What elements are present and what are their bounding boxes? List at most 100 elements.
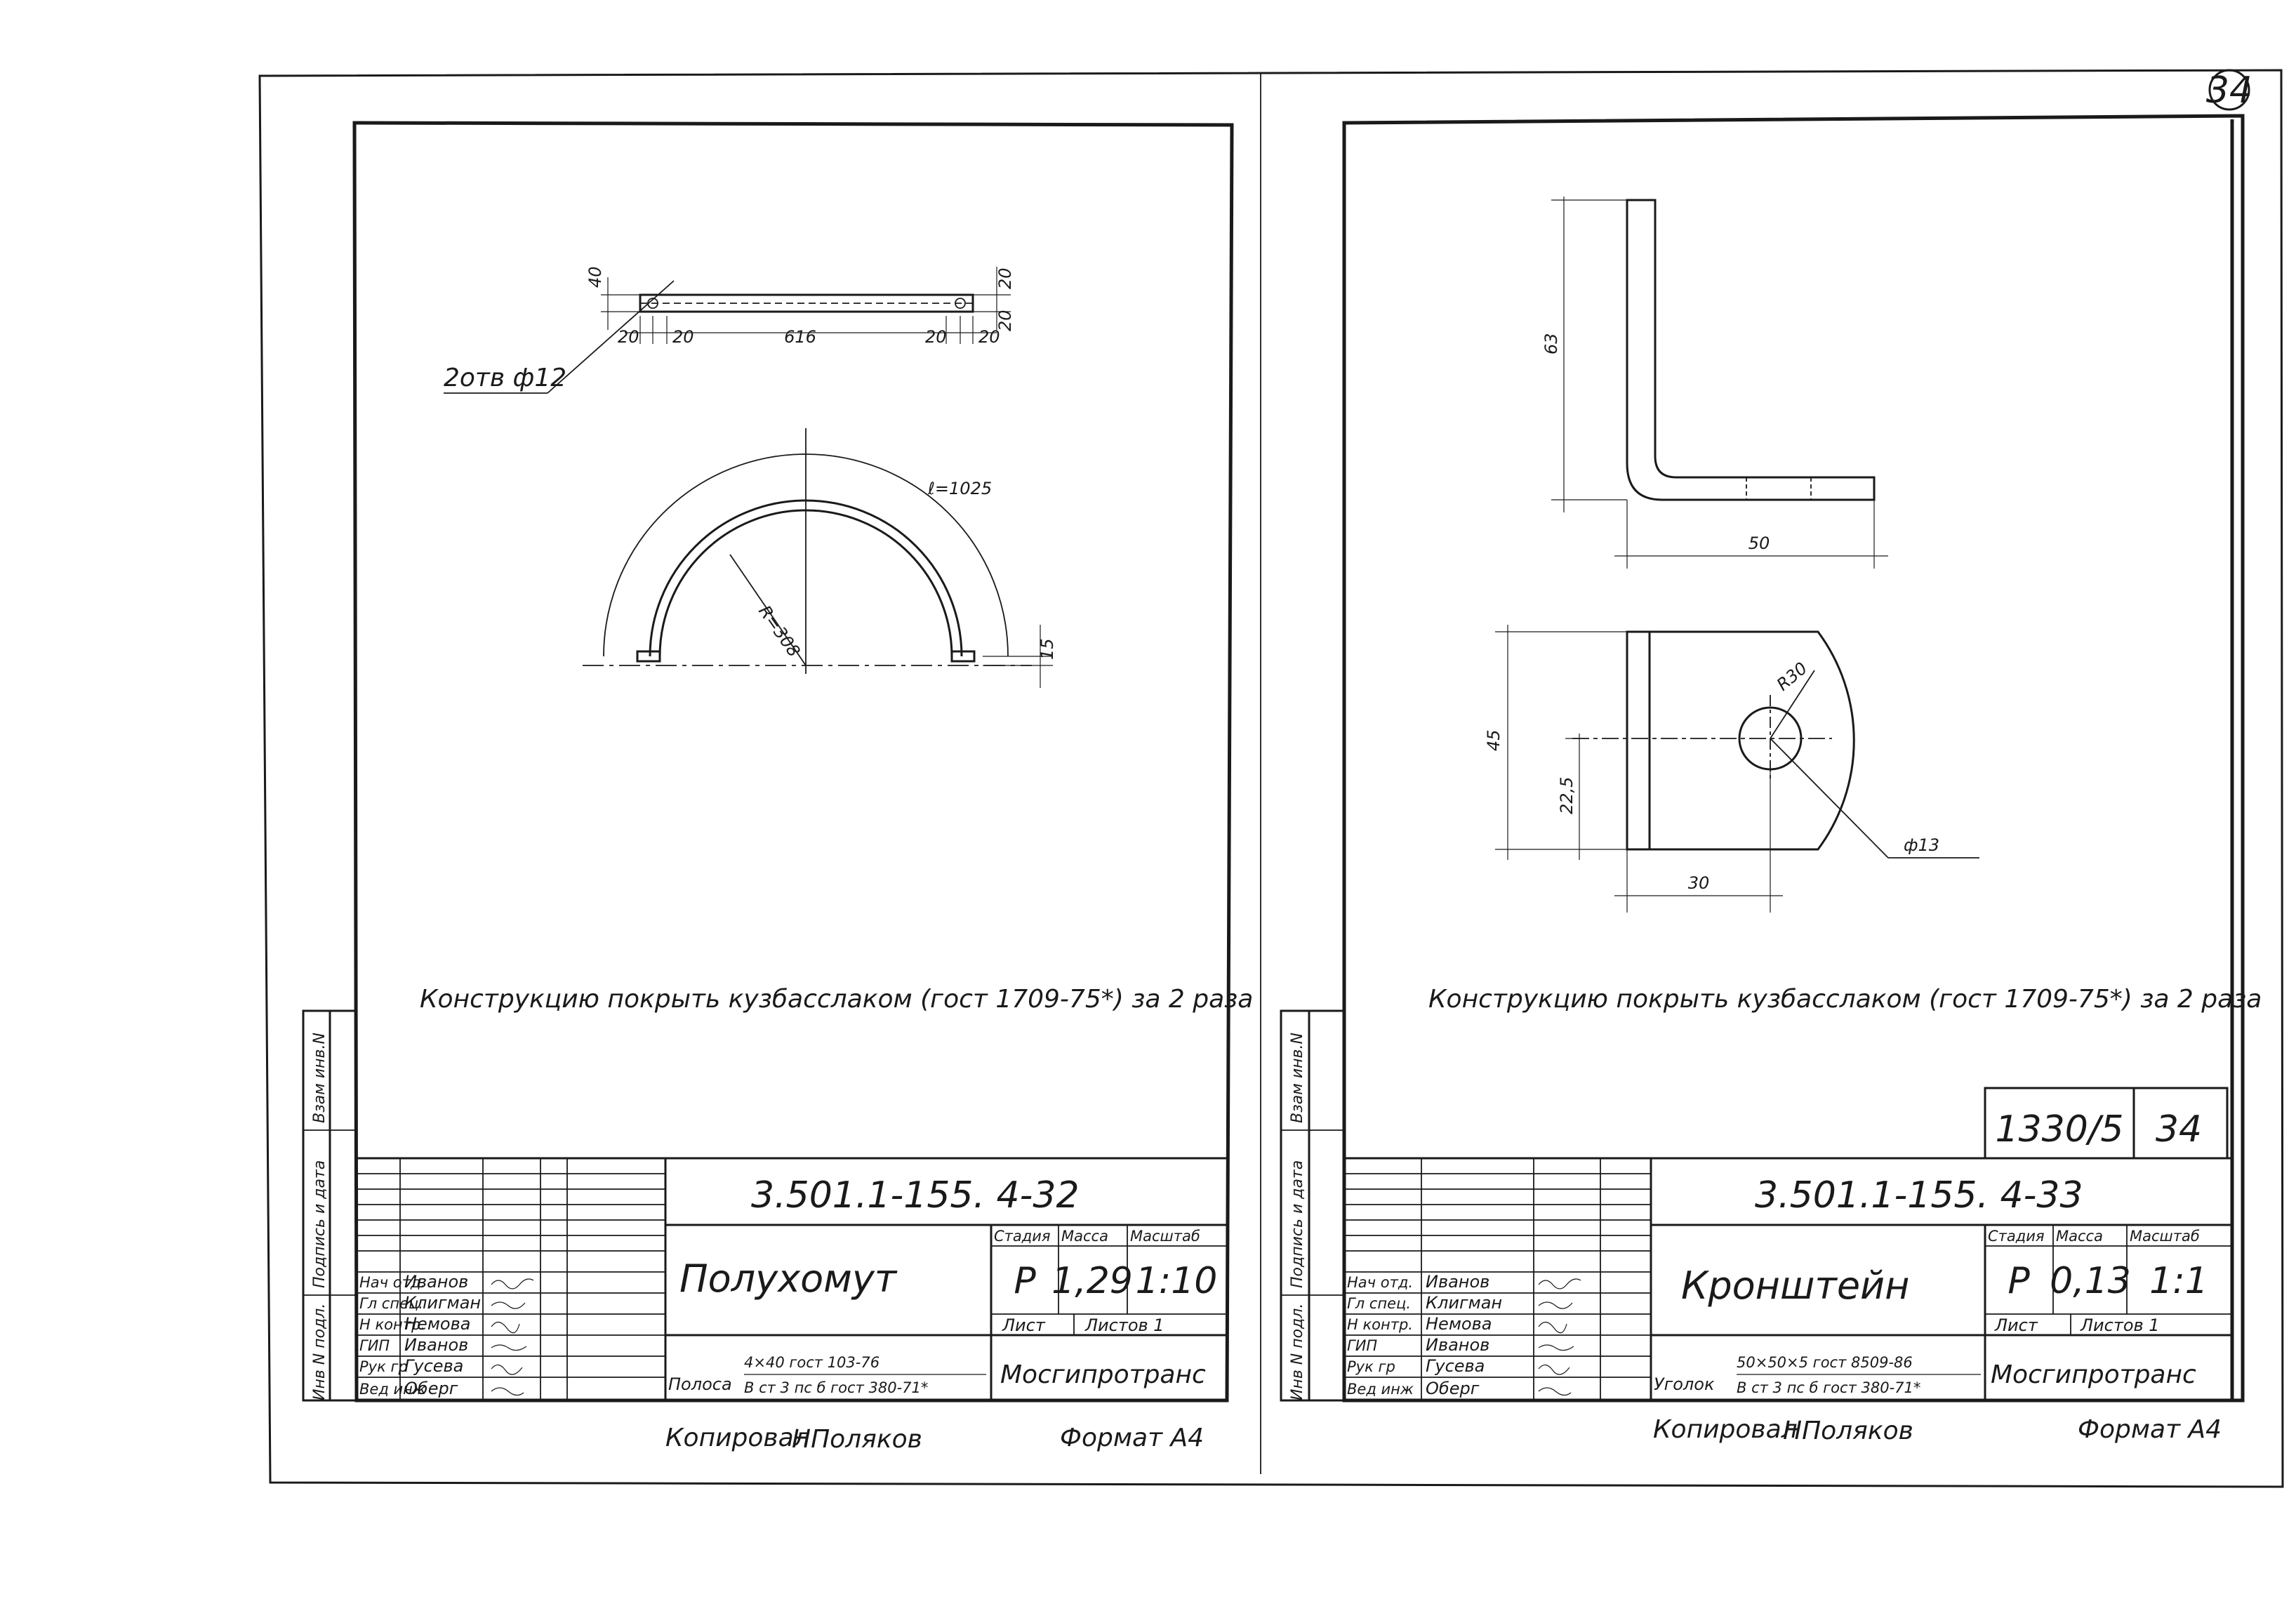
svg-text:В ст 3 пс б гост 380-71*: В ст 3 пс б гост 380-71* — [744, 1379, 928, 1396]
svg-text:Р: Р — [2008, 1260, 2030, 1302]
right-title-block: 3.501.1-155. 4-33 Кронштейн Стадия Масса… — [1344, 1157, 2232, 1400]
strip-view: 40 20 20 20 20 616 20 20 2отв ф12 — [444, 266, 1015, 394]
right-title: Кронштейн — [1681, 1264, 1909, 1308]
svg-text:34: 34 — [2156, 1108, 2202, 1151]
svg-text:Клигман: Клигман — [1426, 1293, 1502, 1313]
svg-text:1:10: 1:10 — [1136, 1260, 1218, 1302]
archive-stamp: 1330/5 34 — [1984, 1087, 2229, 1160]
bracket-plan-view: R30 ф13 45 22,5 30 — [1484, 625, 1979, 913]
svg-text:Подпись и дата: Подпись и дата — [1289, 1160, 1306, 1288]
svg-text:20: 20 — [925, 327, 947, 347]
left-side-strip: Инв N подл. Подпись и дата Взам инв.N — [302, 1009, 358, 1402]
svg-text:Оберг: Оберг — [1426, 1379, 1480, 1398]
svg-text:Лист: Лист — [1994, 1315, 2038, 1335]
svg-text:Формат А4: Формат А4 — [1060, 1424, 1204, 1452]
svg-text:Стадия: Стадия — [1988, 1228, 2045, 1245]
svg-text:НПоляков: НПоляков — [1783, 1417, 1913, 1445]
side-label-inv: Инв N подл. — [311, 1304, 329, 1400]
sheet-number: 34 — [2206, 69, 2252, 112]
svg-text:0,13: 0,13 — [2050, 1260, 2131, 1302]
side-label-sign: Подпись и дата — [311, 1160, 329, 1288]
svg-text:Гл спец.: Гл спец. — [1347, 1295, 1411, 1312]
left-frame — [352, 121, 1234, 1403]
svg-text:В ст 3 пс б гост 380-71*: В ст 3 пс б гост 380-71* — [1737, 1379, 1920, 1396]
svg-text:50×50×5 гост 8509-86: 50×50×5 гост 8509-86 — [1737, 1354, 1913, 1371]
left-note: Конструкцию покрыть кузбасслаком (гост 1… — [420, 985, 1253, 1014]
svg-text:Н контр.: Н контр. — [1347, 1316, 1413, 1333]
svg-text:ф13: ф13 — [1904, 835, 1939, 855]
svg-text:50: 50 — [1748, 533, 1770, 553]
svg-text:Полоса: Полоса — [668, 1374, 732, 1394]
svg-text:ℓ=1025: ℓ=1025 — [927, 479, 992, 498]
svg-text:Лист: Лист — [1002, 1315, 1046, 1335]
signature-scribbles — [491, 1278, 534, 1396]
left-title-block: 3.501.1-155. 4-32 Полухомут Стадия Масса… — [357, 1157, 1227, 1400]
svg-text:Нач отд.: Нач отд. — [359, 1274, 425, 1291]
svg-text:Масштаб: Масштаб — [1130, 1228, 1200, 1245]
svg-text:20: 20 — [995, 267, 1015, 289]
svg-text:Копировал: Копировал — [1653, 1415, 1798, 1444]
left-footer: Копировал НПоляков Формат А4 — [665, 1424, 1204, 1454]
svg-text:20: 20 — [672, 327, 694, 347]
svg-text:1330/5: 1330/5 — [1996, 1108, 2124, 1151]
svg-text:Листов 1: Листов 1 — [2080, 1315, 2160, 1335]
svg-text:Рук гр: Рук гр — [359, 1358, 408, 1375]
svg-text:Масштаб: Масштаб — [2130, 1228, 2200, 1245]
svg-text:Р: Р — [1014, 1260, 1036, 1302]
svg-text:Масса: Масса — [2056, 1228, 2103, 1245]
bracket-side-view: 63 50 — [1541, 197, 1888, 569]
svg-text:Немова: Немова — [1426, 1314, 1492, 1334]
svg-text:Мосгипротранс: Мосгипротранс — [1000, 1360, 1206, 1389]
right-code: 3.501.1-155. 4-33 — [1755, 1174, 2083, 1216]
svg-text:40: 40 — [585, 266, 605, 288]
svg-text:Рук гр: Рук гр — [1347, 1358, 1395, 1375]
svg-text:Гусева: Гусева — [404, 1356, 463, 1376]
right-side-strip: Инв N подл. Подпись и дата Взам инв.N — [1280, 1009, 1346, 1402]
arc-view: R=308 ℓ=1025 15 — [583, 428, 1057, 688]
svg-text:Иванов: Иванов — [1426, 1272, 1489, 1292]
holes-label: 2отв ф12 — [444, 364, 566, 392]
svg-text:Взам инв.N: Взам инв.N — [1289, 1033, 1306, 1123]
right-frame — [1342, 114, 2245, 1403]
svg-text:Инв N подл.: Инв N подл. — [1289, 1304, 1306, 1400]
svg-text:Иванов: Иванов — [404, 1272, 468, 1292]
svg-text:Копировал: Копировал — [665, 1424, 810, 1452]
right-note: Конструкцию покрыть кузбасслаком (гост 1… — [1428, 985, 2262, 1014]
svg-text:Клигман: Клигман — [404, 1293, 481, 1313]
paper-outline — [258, 69, 2284, 1488]
svg-text:45: 45 — [1484, 729, 1504, 751]
svg-text:Иванов: Иванов — [404, 1335, 468, 1355]
signature-scribbles — [1538, 1278, 1581, 1396]
svg-text:Вед инж: Вед инж — [359, 1381, 426, 1398]
svg-text:20: 20 — [618, 327, 639, 347]
svg-text:Масса: Масса — [1061, 1228, 1108, 1245]
svg-text:20: 20 — [995, 310, 1015, 331]
svg-text:Нач отд.: Нач отд. — [1347, 1274, 1413, 1291]
svg-text:R30: R30 — [1773, 658, 1811, 695]
svg-text:Гусева: Гусева — [1426, 1356, 1485, 1376]
svg-text:34: 34 — [2206, 69, 2252, 112]
svg-text:20: 20 — [978, 327, 1000, 347]
svg-text:Н контр.: Н контр. — [359, 1316, 425, 1333]
svg-text:Листов 1: Листов 1 — [1084, 1315, 1164, 1335]
svg-text:4×40 гост 103-76: 4×40 гост 103-76 — [744, 1354, 880, 1371]
svg-text:616: 616 — [784, 327, 816, 347]
svg-text:Оберг: Оберг — [404, 1379, 458, 1398]
svg-text:НПоляков: НПоляков — [792, 1425, 922, 1454]
left-title: Полухомут — [679, 1257, 898, 1301]
svg-text:1,29: 1,29 — [1051, 1260, 1133, 1302]
side-label-zam: Взам инв.N — [311, 1033, 329, 1123]
svg-text:22,5: 22,5 — [1557, 777, 1577, 814]
svg-text:R=308: R=308 — [755, 602, 804, 661]
svg-text:Стадия: Стадия — [994, 1228, 1051, 1245]
svg-text:ГИП: ГИП — [359, 1337, 390, 1354]
svg-text:63: 63 — [1541, 333, 1561, 354]
svg-text:Иванов: Иванов — [1426, 1335, 1489, 1355]
svg-text:Уголок: Уголок — [1654, 1374, 1715, 1394]
svg-text:Мосгипротранс: Мосгипротранс — [1991, 1360, 2196, 1389]
svg-text:Немова: Немова — [404, 1314, 470, 1334]
svg-text:15: 15 — [1037, 638, 1057, 660]
svg-text:Вед инж: Вед инж — [1347, 1381, 1414, 1398]
svg-text:Формат А4: Формат А4 — [2078, 1415, 2222, 1444]
